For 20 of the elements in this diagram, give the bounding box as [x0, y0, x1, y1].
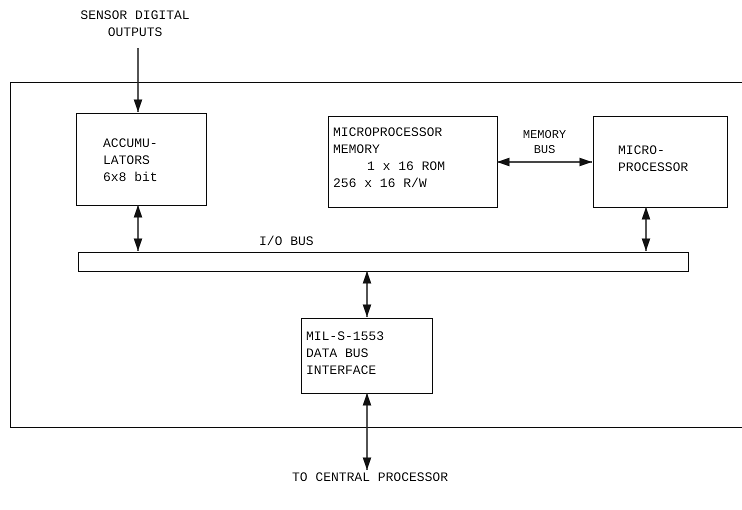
microprocessor-box [593, 116, 728, 208]
box-text: 1 x 16 ROM [366, 158, 446, 176]
box-text: ACCUMU- LATORS 6x8 bit [103, 136, 159, 187]
box-text: MICROPROCESSOR MEMORY [333, 125, 444, 159]
memory-box [328, 116, 498, 208]
arrow [134, 48, 142, 112]
box-text: MICRO- PROCESSOR [618, 143, 690, 177]
arrow [134, 205, 142, 251]
system-enclosure [10, 82, 742, 428]
input-label: SENSOR DIGITAL OUTPUTS [79, 8, 191, 42]
arrow [642, 207, 650, 251]
arrow [362, 271, 372, 317]
box-text: MIL-S-1553 DATA BUS INTERFACE [306, 329, 386, 380]
box-text: 256 x 16 R/W [333, 176, 428, 193]
arrow [497, 158, 592, 166]
interface-box [301, 318, 433, 394]
output-label: TO CENTRAL PROCESSOR [290, 470, 450, 487]
bus-label: I/O BUS [259, 234, 314, 251]
accumulator-box [76, 113, 207, 206]
arrow [362, 393, 372, 470]
